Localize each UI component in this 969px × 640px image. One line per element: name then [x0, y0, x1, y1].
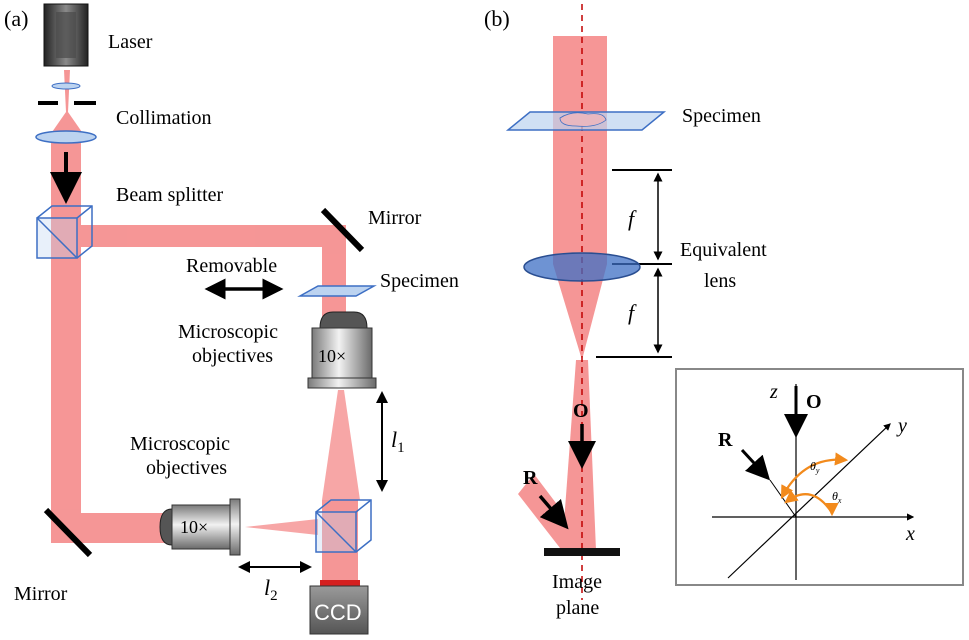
- ccd-camera: CCD: [309, 580, 369, 635]
- objective-top-magnification: 10×: [318, 346, 346, 366]
- focus-lens: [51, 82, 81, 90]
- panel-a: (a) Laser Collimation: [4, 3, 459, 635]
- coordinate-inset: z y x O R θy θx: [675, 368, 964, 586]
- laser-label: Laser: [108, 31, 153, 53]
- microscope-objective-bottom: 10×: [159, 498, 241, 556]
- panel-b: (b) Specimen f f Equivalent lens O R: [484, 4, 767, 619]
- removable-label: Removable: [186, 255, 277, 277]
- panel-b-tag: (b): [484, 6, 510, 31]
- ccd-label: CCD: [314, 600, 362, 625]
- specimen-label-a: Specimen: [380, 270, 459, 292]
- image-plane-label-line2: plane: [556, 597, 599, 619]
- object-cone: [322, 390, 360, 500]
- horizontal-beam-top: [81, 225, 341, 247]
- equivalent-lens: [523, 252, 641, 282]
- z-axis-label: z: [769, 381, 778, 403]
- specimen-slide-a: [297, 285, 377, 297]
- laser-source: [43, 3, 89, 67]
- beam-splitter-cube-bottom: [315, 499, 372, 553]
- reference-cone: [245, 519, 318, 535]
- reference-wave-arrow: [538, 494, 569, 530]
- focusing-beam: [553, 264, 607, 360]
- combined-beam-ccd: [322, 500, 358, 582]
- theta-x-label: θx: [832, 489, 842, 505]
- image-plane-label-line1: Image: [552, 571, 602, 593]
- mirror-top-label: Mirror: [368, 207, 422, 229]
- lens-label-line1: Equivalent: [680, 239, 767, 261]
- reference-wave-label: R: [523, 467, 538, 489]
- laser-beam-paths: [50, 70, 360, 582]
- objective-top-label-line2: objectives: [192, 345, 273, 367]
- objective-bottom-label-line2: objectives: [146, 457, 227, 479]
- distance-l2-label: l2: [264, 575, 278, 604]
- inset-reference-label: R: [718, 429, 733, 451]
- diverging-beam: [50, 112, 84, 135]
- theta-y-label: θy: [810, 459, 820, 475]
- laser-narrow-beam: [64, 70, 70, 112]
- beam-splitter-cube-top: [36, 205, 93, 259]
- horizontal-beam-bottom: [51, 513, 171, 543]
- y-axis-label: y: [896, 415, 907, 437]
- focal-length-top-label: f: [628, 206, 637, 231]
- distance-l1-label: l1: [391, 427, 405, 456]
- image-plane: [544, 548, 620, 556]
- lens-label-line2: lens: [704, 270, 736, 292]
- vertical-beam-specimen: [322, 225, 346, 317]
- beam-splitter-label: Beam splitter: [116, 184, 224, 206]
- objective-bottom-magnification: 10×: [180, 517, 208, 537]
- object-wave-label: O: [573, 400, 589, 422]
- mirror-bottom: [43, 507, 93, 558]
- mirror-top: [320, 207, 365, 253]
- objective-top-label-line1: Microscopic: [178, 321, 278, 343]
- theta-x-arc: [784, 490, 839, 517]
- inset-object-label: O: [806, 391, 822, 413]
- panel-a-tag: (a): [4, 6, 28, 31]
- focal-length-bottom-label: f: [628, 300, 637, 325]
- collimation-lens: [35, 130, 97, 144]
- specimen-label-b: Specimen: [682, 105, 761, 127]
- x-axis-label: x: [905, 523, 915, 545]
- collimation-label: Collimation: [116, 107, 212, 129]
- objective-bottom-label-line1: Microscopic: [130, 433, 230, 455]
- mirror-bottom-label: Mirror: [14, 583, 68, 605]
- incident-beam: [553, 36, 607, 264]
- theta-y-arc: [780, 452, 849, 499]
- inset-reference-arrow: [740, 448, 771, 481]
- specimen-sample: [559, 112, 607, 127]
- microscope-objective-top: 10×: [307, 311, 377, 389]
